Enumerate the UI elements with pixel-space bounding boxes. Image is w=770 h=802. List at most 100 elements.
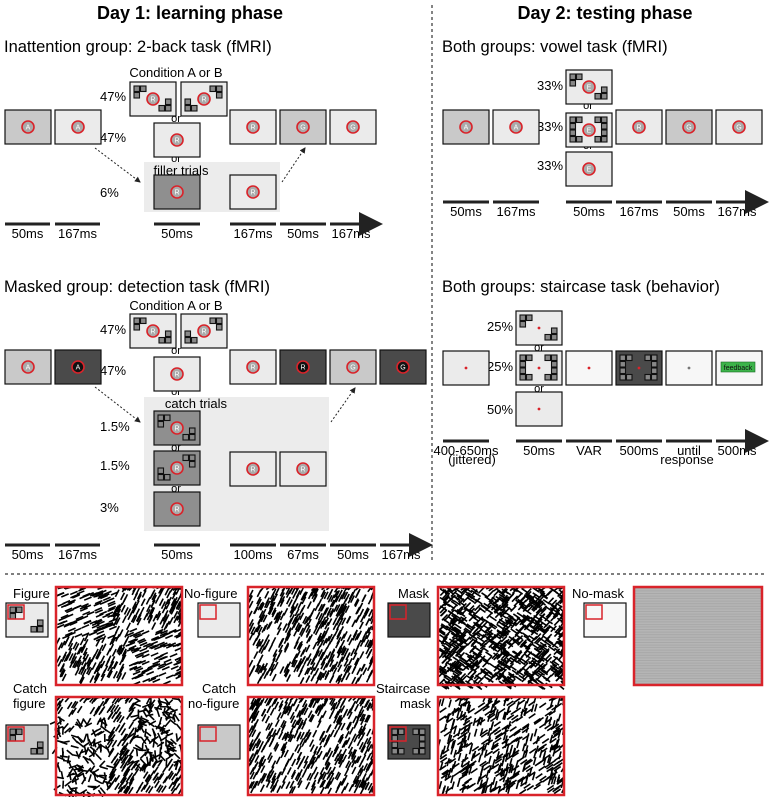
stimulus-frame: A: [55, 110, 101, 144]
figure-square: [392, 729, 398, 735]
timing-label: 50ms: [523, 443, 555, 458]
letter-text: R: [250, 467, 255, 474]
stimulus-frame: R: [181, 314, 227, 348]
fixation-dot: [688, 367, 691, 370]
figure-square: [413, 729, 419, 735]
vowel-pct-2: 33%: [537, 119, 563, 134]
figure-square: [185, 99, 191, 105]
letter-text: R: [201, 97, 206, 104]
stimulus-frame: R: [280, 452, 326, 486]
timing-label: 50ms: [573, 204, 605, 219]
stimulus-frame: R: [154, 492, 200, 526]
stimulus-frame: E: [566, 113, 612, 147]
legend-icon: [198, 725, 240, 759]
figure-square: [520, 315, 526, 321]
timing-label: 100ms: [233, 547, 273, 562]
figure-square: [552, 375, 558, 381]
figure-square: [190, 462, 196, 468]
stimulus-frame: G: [380, 350, 426, 384]
letter-text: G: [400, 365, 405, 372]
stimulus-frame: G: [666, 110, 712, 144]
stimulus-frame: [516, 351, 562, 385]
figure-square: [645, 375, 651, 381]
figure-square: [10, 736, 16, 742]
letter-text: R: [250, 190, 255, 197]
figure-square: [10, 729, 16, 735]
letter-text: R: [174, 138, 179, 145]
figure-square: [192, 338, 198, 344]
timing-label: 167ms: [496, 204, 536, 219]
stimulus-frame: A: [5, 110, 51, 144]
figure-square: [652, 355, 658, 361]
stimulus-frame: R: [154, 411, 200, 445]
stimulus-frame: R: [154, 123, 200, 157]
figure-square: [165, 415, 171, 421]
figure-square: [134, 93, 140, 99]
stimulus-frame: [566, 351, 612, 385]
figure-square: [527, 375, 533, 381]
letter-text: R: [174, 466, 179, 473]
letter-text: A: [26, 365, 31, 372]
letter-text: R: [250, 125, 255, 132]
figure-square: [627, 355, 633, 361]
texture-patch: [56, 587, 182, 685]
legend-label-mask: Mask: [398, 586, 430, 601]
legend-label-no-mask: No-mask: [572, 586, 625, 601]
figure-square: [552, 328, 558, 334]
figure-square: [602, 124, 608, 130]
figure-square: [38, 627, 44, 633]
figure-square: [392, 742, 398, 748]
figure-square: [420, 742, 426, 748]
letter-text: A: [514, 125, 519, 132]
figure-square: [134, 325, 140, 331]
staircase-pct-1: 25%: [487, 319, 513, 334]
masked-pct-4: 1.5%: [100, 458, 130, 473]
figure-square: [520, 355, 526, 361]
fixation-dot: [538, 408, 541, 411]
figure-square: [166, 106, 172, 112]
figure-square: [38, 620, 44, 626]
feedback-text: feedback: [724, 365, 753, 372]
figure-square: [645, 355, 651, 361]
stimulus-frame: A: [5, 350, 51, 384]
figure-square: [520, 322, 526, 328]
figure-square: [38, 742, 44, 748]
letter-text: G: [300, 125, 305, 132]
figure-square: [652, 368, 658, 374]
timing-label: 50ms: [450, 204, 482, 219]
letter-text: R: [636, 125, 641, 132]
figure-square: [420, 729, 426, 735]
masked-condition-label: Condition A or B: [129, 298, 222, 313]
figure-square: [141, 86, 147, 92]
figure-square: [552, 362, 558, 368]
texture-patch: [634, 587, 762, 685]
letter-text: R: [174, 507, 179, 514]
figure-square: [134, 86, 140, 92]
figure-square: [190, 428, 196, 434]
figure-square: [158, 415, 164, 421]
stimulus-frame: R: [230, 175, 276, 209]
stimulus-frame: R: [616, 110, 662, 144]
texture-patch: [50, 697, 182, 797]
timing-label: VAR: [576, 443, 602, 458]
figure-square: [217, 325, 223, 331]
figure-square: [652, 362, 658, 368]
letter-text: R: [174, 426, 179, 433]
legend-icon: [388, 725, 430, 759]
letter-text: G: [350, 365, 355, 372]
figure-square: [217, 86, 223, 92]
legend-label-catch-figure: Catch: [13, 681, 47, 696]
figure-square: [31, 749, 37, 755]
dotted-arrow: [95, 387, 140, 422]
fixation-dot: [538, 367, 541, 370]
fixation-dot: [588, 367, 591, 370]
figure-square: [602, 94, 608, 100]
inattention-pct-1: 47%: [100, 89, 126, 104]
texture-patch: [438, 587, 564, 689]
figure-square: [159, 106, 165, 112]
figure-square: [552, 368, 558, 374]
figure-square: [141, 318, 147, 324]
figure-square: [545, 355, 551, 361]
figure-square: [399, 749, 405, 755]
